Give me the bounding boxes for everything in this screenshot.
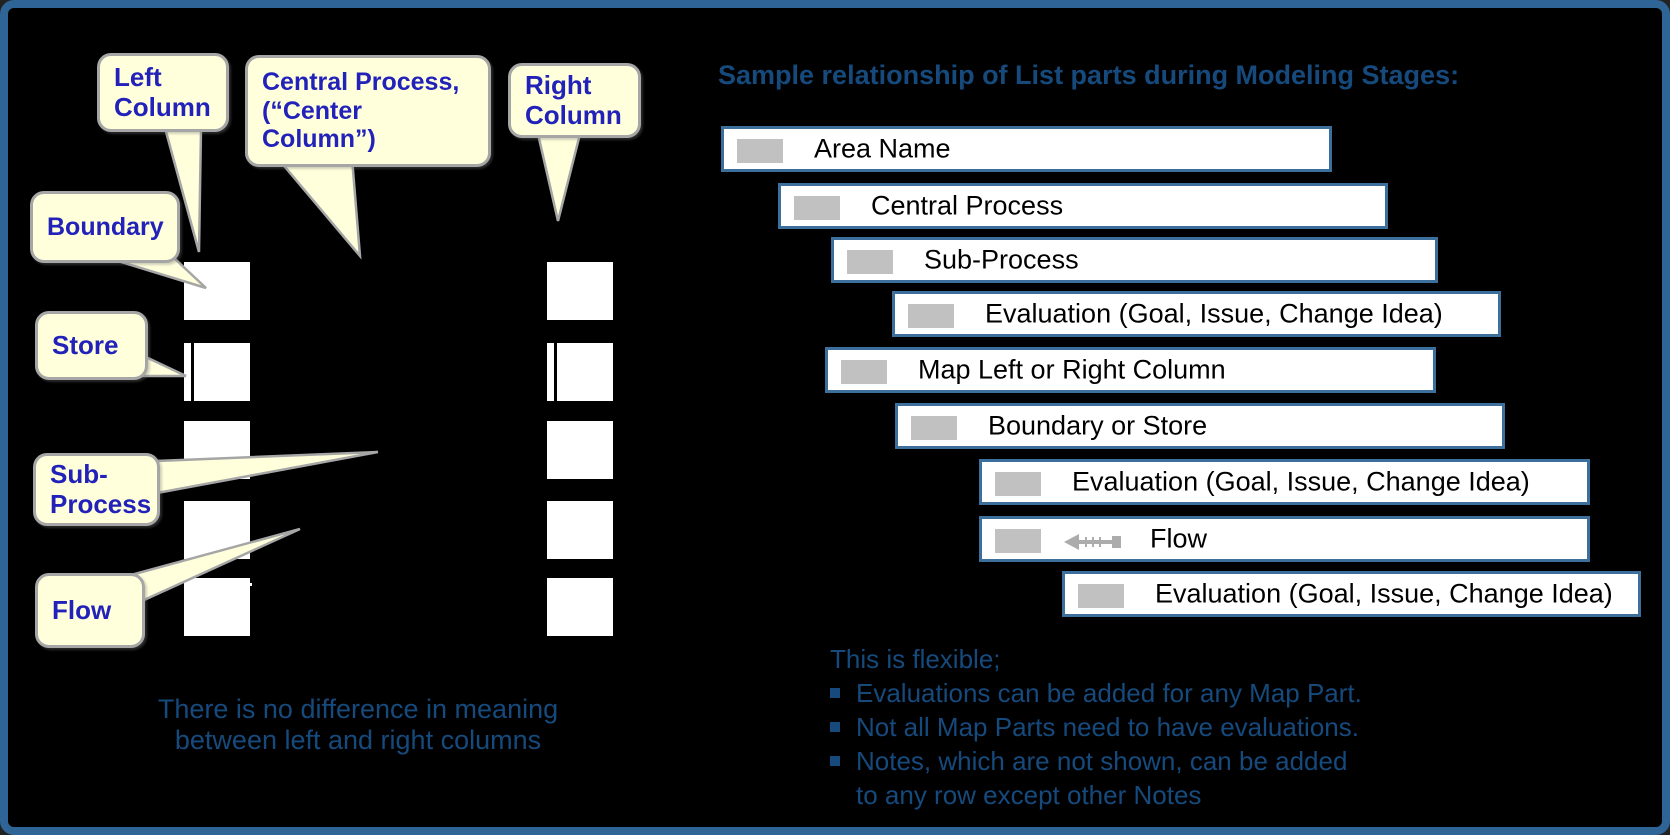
map-square-right — [547, 421, 613, 479]
callout-central-process: Central Process, (“Center Column”) — [245, 55, 491, 167]
callout-left-column: Left Column — [97, 53, 229, 132]
map-part-icon — [995, 472, 1041, 496]
map-part-icon — [1078, 584, 1124, 608]
callout-store: Store — [35, 311, 148, 380]
callout-label: Left Column — [114, 61, 211, 122]
note-bullet: Notes, which are not shown, can be added — [830, 746, 1362, 776]
store-line — [554, 343, 557, 401]
callout-tail-sub-process — [155, 450, 379, 495]
map-part-icon — [737, 139, 783, 163]
callout-label: Boundary — [47, 212, 164, 241]
row-label: Evaluation (Goal, Issue, Change Idea) — [1072, 466, 1530, 497]
note-bullet: Evaluations can be added for any Map Par… — [830, 678, 1362, 708]
list-row-sub-process: Sub-Process — [831, 237, 1438, 283]
row-label: Evaluation (Goal, Issue, Change Idea) — [985, 298, 1443, 329]
callout-label: Store — [52, 329, 119, 360]
columns-equivalence-caption: There is no difference in meaning betwee… — [138, 694, 578, 756]
list-row-map-left-or-right-column: Map Left or Right Column — [825, 347, 1436, 393]
map-square-right — [547, 501, 613, 559]
row-label: Central Process — [871, 190, 1064, 221]
callout-label: Central Process, (“Center Column”) — [262, 67, 460, 154]
row-label: Sub-Process — [924, 244, 1079, 275]
flow-left-arrow-icon — [1064, 534, 1121, 550]
list-row-flow: Flow — [979, 516, 1590, 562]
map-part-icon — [911, 416, 957, 440]
callout-right-column: Right Column — [508, 63, 641, 138]
map-part-icon — [908, 304, 954, 328]
map-square-left — [184, 578, 250, 636]
caption-line: between left and right columns — [174, 725, 542, 755]
square-bullet-icon — [830, 756, 840, 766]
map-part-icon — [847, 250, 893, 274]
callout-label: Sub-Process — [50, 458, 152, 519]
map-part-icon — [841, 360, 887, 384]
callout-tail-flow — [117, 527, 301, 602]
callout-boundary: Boundary — [30, 191, 180, 263]
callout-tails-layer — [103, 126, 582, 602]
row-label: Area Name — [814, 133, 951, 164]
map-square-left-boundary — [184, 262, 250, 320]
row-label: Flow — [1150, 523, 1208, 554]
row-label: Boundary or Store — [988, 410, 1208, 441]
notes-heading: This is flexible; — [830, 644, 1001, 674]
note-continuation: to any row except other Notes — [856, 780, 1202, 810]
row-label: Map Left or Right Column — [918, 354, 1226, 385]
note-text: Evaluations can be added for any Map Par… — [856, 678, 1362, 708]
callout-label: Flow — [52, 594, 112, 625]
page-title: Sample relationship of List parts during… — [718, 60, 1460, 90]
list-row-area-name: Area Name — [721, 126, 1332, 172]
list-row-boundary-or-store: Boundary or Store — [895, 403, 1505, 449]
note-text: Not all Map Parts need to have evaluatio… — [856, 712, 1359, 742]
map-part-icon — [794, 196, 840, 220]
row-label: Evaluation (Goal, Issue, Change Idea) — [1155, 578, 1613, 609]
store-line — [191, 343, 194, 401]
note-text: Notes, which are not shown, can be added — [856, 746, 1348, 776]
note-bullet: Not all Map Parts need to have evaluatio… — [830, 712, 1362, 742]
callout-flow: Flow — [35, 573, 145, 648]
callout-label: Right Column — [525, 69, 622, 130]
caption-line: There is no difference in meaning — [157, 694, 559, 724]
map-part-icon — [995, 529, 1041, 553]
map-square-right-store — [547, 343, 613, 401]
list-row-central-process: Central Process — [778, 183, 1388, 229]
list-row-evaluation: Evaluation (Goal, Issue, Change Idea) — [892, 291, 1501, 337]
square-bullet-icon — [830, 722, 840, 732]
flexibility-notes: This is flexible; Evaluations can be add… — [830, 644, 1362, 814]
callout-tail-central-process — [277, 156, 362, 260]
callout-tail-right-column — [536, 132, 582, 222]
list-row-evaluation: Evaluation (Goal, Issue, Change Idea) — [979, 459, 1590, 505]
map-square-right-boundary — [547, 262, 613, 320]
map-square-right — [547, 578, 613, 636]
square-bullet-icon — [830, 688, 840, 698]
list-row-evaluation: Evaluation (Goal, Issue, Change Idea) — [1062, 571, 1641, 617]
callout-sub-process: Sub-Process — [33, 453, 160, 526]
flow-stub — [242, 583, 252, 586]
map-square-left-store — [184, 343, 250, 401]
